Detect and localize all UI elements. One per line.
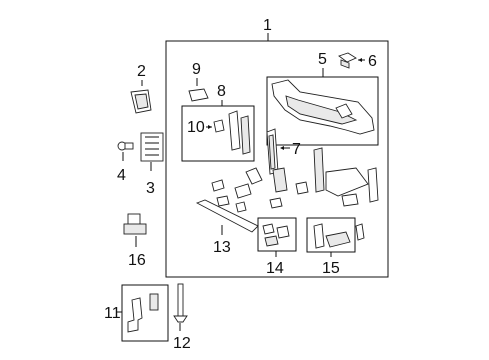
small-bracket-d <box>272 167 288 193</box>
small-bracket-e <box>295 181 309 195</box>
callout-13: 13 <box>213 239 231 256</box>
small-bracket-h <box>341 193 359 207</box>
arrow-6 <box>358 58 362 62</box>
bracket-part-14b <box>276 225 290 239</box>
subassembly-11-frame <box>121 284 169 342</box>
callout-2: 2 <box>137 63 146 80</box>
connector-part-16-body <box>123 223 147 235</box>
subassembly-8-frame <box>181 105 255 162</box>
bracket-part-11b <box>149 293 159 311</box>
bolt-part-4-shank <box>124 142 134 150</box>
callout-4: 4 <box>117 167 126 184</box>
subassembly-14-frame <box>257 217 297 252</box>
callout-5: 5 <box>318 51 327 68</box>
callout-6: 6 <box>368 53 377 70</box>
main-assembly-frame <box>165 40 389 278</box>
clip-part-6-base <box>340 59 350 69</box>
clip-part-10 <box>213 119 225 133</box>
bracket-part-14a <box>262 223 275 235</box>
radiator-support-part-5-tab <box>335 103 353 119</box>
small-bracket-c <box>245 167 263 185</box>
rod-part-12-foot <box>173 315 188 323</box>
bracket-part-15c <box>355 223 365 241</box>
callout-11: 11 <box>104 305 121 322</box>
bracket-part-9 <box>188 88 209 102</box>
rod-part-12 <box>177 283 184 317</box>
small-bracket-b <box>234 183 252 199</box>
pillar-right <box>313 147 325 193</box>
small-bracket-a <box>211 179 225 192</box>
seal-part-2-inner <box>134 93 149 110</box>
small-bracket-f <box>216 195 230 207</box>
pillar-part-7-inner <box>268 134 276 170</box>
callout-3: 3 <box>146 180 155 197</box>
bracket-part-14c <box>264 235 279 247</box>
callout-10: 10 <box>187 119 205 136</box>
bracket-part-15b <box>325 231 351 248</box>
callout-12: 12 <box>173 335 191 352</box>
apron-right <box>325 167 369 197</box>
callout-15: 15 <box>322 260 340 277</box>
rail-part-13 <box>195 199 259 233</box>
callout-9: 9 <box>192 61 201 78</box>
small-bracket-i <box>269 197 283 209</box>
radiator-support-part-5-panel <box>285 95 358 125</box>
callout-16: 16 <box>128 252 146 269</box>
bracket-part-11a <box>127 297 143 333</box>
callout-14: 14 <box>266 260 284 277</box>
bracket-part-3 <box>140 132 164 162</box>
callout-1: 1 <box>263 17 272 34</box>
bracket-part-8a <box>228 110 241 151</box>
clip-part-6 <box>338 52 357 63</box>
bracket-part-15a <box>313 223 325 249</box>
arrow-7 <box>280 146 284 150</box>
callout-8: 8 <box>217 83 226 100</box>
callout-7: 7 <box>292 141 301 158</box>
apron-right-post <box>367 167 379 203</box>
small-bracket-g <box>235 201 247 213</box>
arrow-10 <box>208 125 212 129</box>
bracket-part-8b <box>240 115 251 155</box>
